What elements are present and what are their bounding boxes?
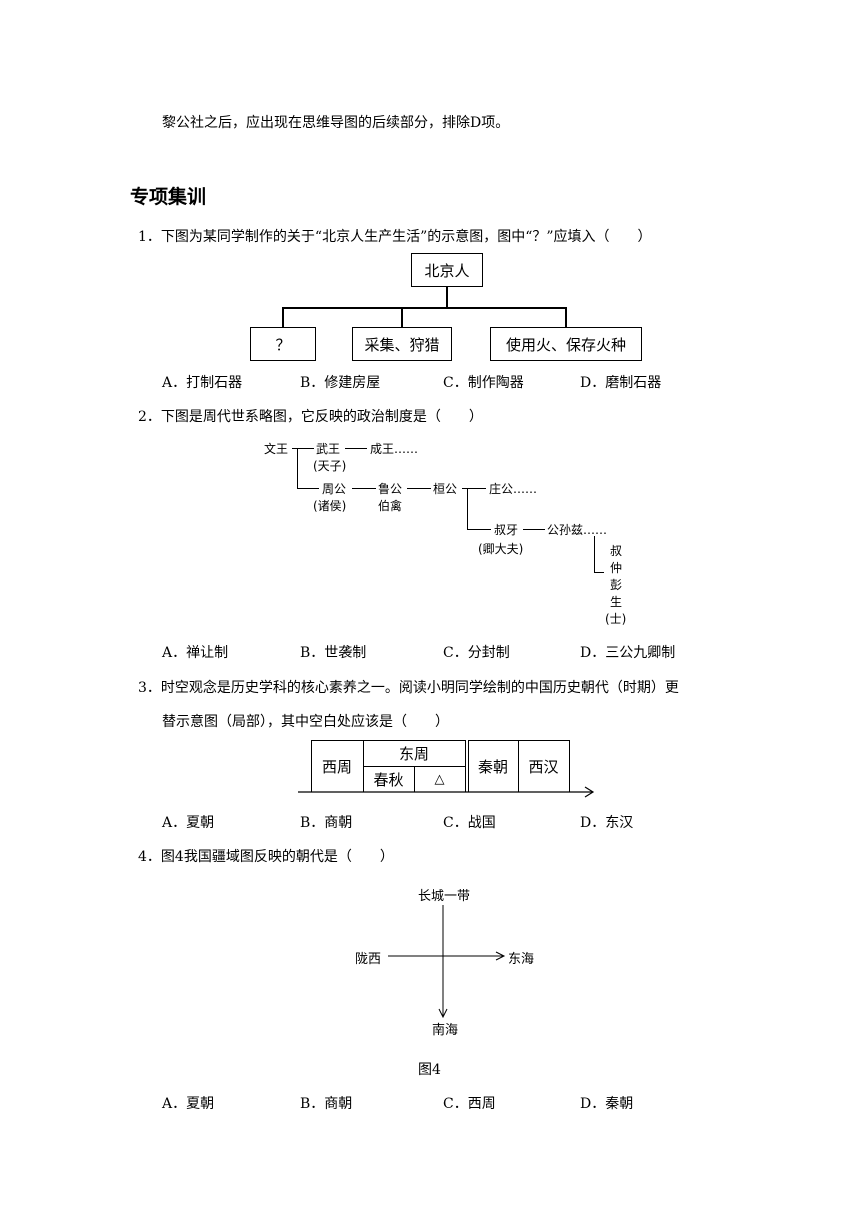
q1-option-a[interactable]: A．打制石器 [162,375,243,391]
node-qingdafu: (卿大夫) [478,542,524,556]
q1-stem: 1．下图为某同学制作的关于“北京人生产生活”的示意图，图中“？”应填入（ ） [138,229,652,245]
q2-option-c[interactable]: C．分封制 [443,645,510,661]
q4-stem: 4．图4我国疆域图反映的朝代是（ ） [138,849,394,865]
label-north: 长城一带 [418,889,471,904]
node-tianzi: (天子) [313,459,347,473]
node-lugong: 鲁公 [378,482,403,496]
node-zhong: 仲 [610,561,623,575]
label-east: 东海 [508,952,535,967]
cell-xihan: 西汉 [528,757,559,776]
node-shuya: 叔牙 [494,523,519,537]
node-wenwang: 文王 [264,442,289,456]
node-huangong: 桓公 [433,482,458,496]
q1-option-c[interactable]: C．制作陶器 [443,375,524,391]
q4-option-b[interactable]: B．商朝 [300,1096,353,1112]
node-zhuanggong: 庄公…… [489,482,538,496]
intro-text: 黎公社之后，应出现在思维导图的后续部分，排除D项。 [162,115,510,131]
q3-option-a[interactable]: A．夏朝 [162,815,215,831]
node-chengwang: 成王…… [370,442,419,456]
q2-option-b[interactable]: B．世袭制 [300,645,367,661]
q3-option-d[interactable]: D．东汉 [580,815,634,831]
q2-stem: 2．下图是周代世系略图，它反映的政治制度是（ ） [138,409,483,425]
cell-blank: △ [434,771,445,787]
node-peng: 彭 [610,578,623,592]
section-title: 专项集训 [130,186,207,208]
q3-stem-line1: 3．时空观念是历史学科的核心素养之一。阅读小明同学绘制的中国历史朝代（时期）更 [138,680,679,696]
node-sheng: 生 [610,595,623,609]
label-south: 南海 [432,1023,459,1038]
q4-option-a[interactable]: A．夏朝 [162,1096,215,1112]
q2-option-a[interactable]: A．禅让制 [162,645,229,661]
q1-child-unknown: ？ [250,327,316,361]
q3-stem-line2: 替示意图（局部），其中空白处应该是（ ） [162,714,449,730]
q4-option-d[interactable]: D．秦朝 [580,1096,634,1112]
node-gongsunzi: 公孙兹…… [547,523,608,537]
label-west: 陇西 [355,952,382,967]
q1-option-b[interactable]: B．修建房屋 [300,375,381,391]
node-shi: (士) [605,612,627,626]
cell-xizhou: 西周 [321,757,352,776]
cell-qin: 秦朝 [477,757,508,776]
node-boqin: 伯禽 [378,499,403,513]
node-shu: 叔 [610,544,623,558]
figure-caption: 图4 [418,1062,441,1078]
q2-option-d[interactable]: D．三公九卿制 [580,645,676,661]
q4-option-c[interactable]: C．西周 [443,1096,496,1112]
q3-option-c[interactable]: C．战国 [443,815,496,831]
cell-dongzhou: 东周 [398,744,429,763]
node-zhuhou: (诸侯) [313,499,347,513]
node-wuwang: 武王 [316,442,341,456]
q3-option-b[interactable]: B．商朝 [300,815,353,831]
q1-option-d[interactable]: D．磨制石器 [580,375,662,391]
node-zhougong: 周公 [322,482,347,496]
cell-chunqiu: 春秋 [373,770,404,789]
q1-child-fire: 使用火、保存火种 [490,327,642,361]
q1-root-box: 北京人 [411,253,483,287]
q1-child-gathering: 采集、狩猎 [352,327,452,361]
